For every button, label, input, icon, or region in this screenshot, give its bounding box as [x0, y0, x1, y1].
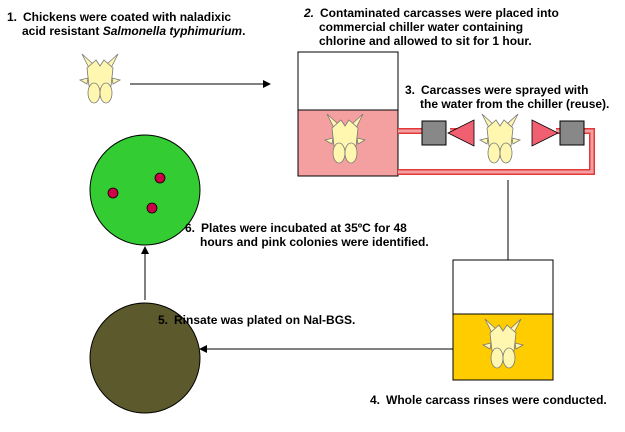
step-6-text: 6.Plates were incubated at 35ºC for 48 h…	[185, 221, 429, 249]
chicken-carcass-icon	[479, 113, 521, 164]
pink-colony	[154, 172, 166, 184]
pump-icon	[421, 120, 447, 146]
chicken-carcass-icon	[79, 53, 121, 104]
pink-colony	[146, 202, 158, 214]
spray-nozzle-icon	[531, 119, 559, 147]
step-3-text: 3.Carcasses were sprayed with the water …	[405, 83, 610, 111]
step-2-text: 2.Contaminated carcasses were placed int…	[304, 6, 559, 48]
petri-dish-icon	[89, 134, 201, 246]
step-4-text: 4.Whole carcass rinses were conducted.	[370, 393, 607, 407]
step-1-text: 1.Chickens were coated with naladixic ac…	[7, 10, 246, 38]
petri-dish-icon	[89, 302, 201, 414]
pump-icon	[559, 120, 585, 146]
step-5-text: 5.Rinsate was plated on Nal-BGS.	[158, 313, 356, 327]
pink-colony	[107, 187, 119, 199]
spray-nozzle-icon	[447, 119, 475, 147]
